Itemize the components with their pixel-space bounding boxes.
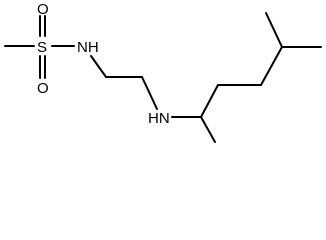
bond-chain-branch xyxy=(260,46,283,86)
bond-skeleton xyxy=(4,12,322,143)
chemical-structure: O S O NH HN xyxy=(4,1,322,143)
oxygen-bottom-label: O xyxy=(37,80,49,97)
atom-labels: O S O NH HN xyxy=(37,1,170,127)
oxygen-top-label: O xyxy=(37,1,49,18)
bond-ethylene-amine xyxy=(141,76,158,110)
bond-nitrogen-ethylene xyxy=(90,55,107,78)
bond-methine-methyl xyxy=(200,116,216,143)
sulfonamide-nh-label: NH xyxy=(77,39,99,56)
sulfur-label: S xyxy=(37,39,47,56)
amine-hn-label: HN xyxy=(148,110,170,127)
bond-branch-methyl-top xyxy=(265,12,283,48)
bond-methine-chain xyxy=(200,84,219,118)
